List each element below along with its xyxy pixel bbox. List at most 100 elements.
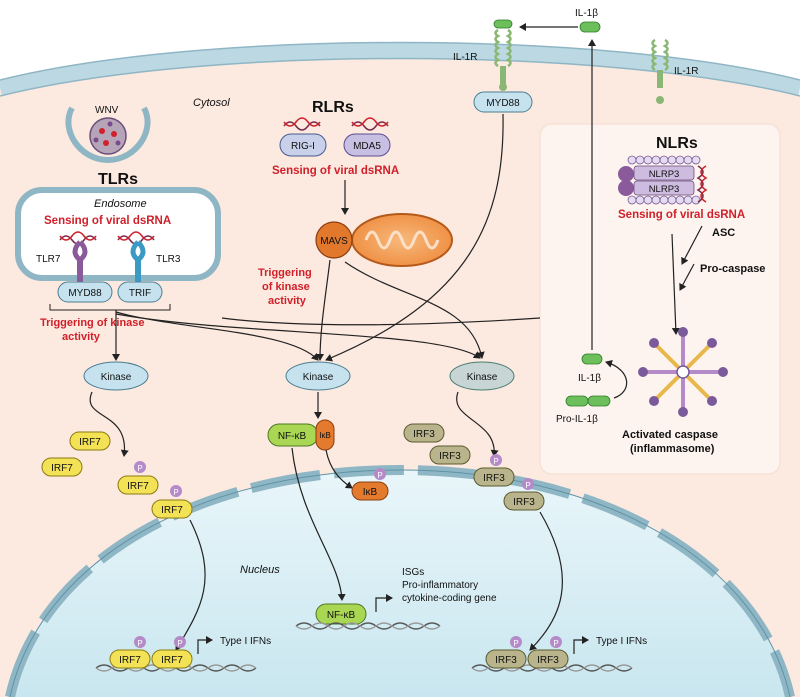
phospho-irf7-d-label: P	[173, 488, 178, 497]
kinase-1	[83, 361, 149, 391]
rlr-triggering-line1: Triggering	[258, 267, 312, 279]
phospho-irf7-n1-label: P	[137, 639, 142, 648]
il1b-mid	[581, 353, 603, 365]
irf3-a	[403, 423, 445, 443]
pro-il1b-label: Pro-IL-1β	[556, 414, 598, 425]
nucleus-label: Nucleus	[240, 564, 280, 576]
irf7-d-label: IRF7	[161, 505, 183, 516]
irf7-b	[41, 457, 83, 477]
kinase-2-label: Kinase	[303, 372, 334, 383]
ikb-bound-label: IκB	[319, 431, 331, 440]
phospho-irf3-n2-label: P	[553, 639, 558, 648]
irf3-nuclear-1-label: IRF3	[495, 655, 517, 666]
phospho-irf7-c-label: P	[137, 464, 142, 473]
tlr7-receptor	[72, 240, 88, 284]
plasma-membrane	[0, 42, 800, 96]
nfkb-label: NF-κB	[278, 431, 307, 442]
irf7-a	[69, 431, 111, 451]
activated-caspase-line2: (inflammasome)	[630, 443, 715, 455]
myd88-top-label: MYD88	[486, 98, 520, 109]
tlr3-receptor	[130, 240, 146, 284]
nlrs-title: NLRs	[656, 135, 698, 152]
tlr7-label: TLR7	[36, 254, 61, 265]
ikb-free	[351, 481, 389, 501]
inflammasome	[638, 327, 728, 417]
il1b-mid-label: IL-1β	[578, 373, 601, 384]
kinase-2	[285, 361, 351, 391]
phospho-irf3-n1	[510, 636, 522, 648]
cytosol-label: Cytosol	[193, 97, 230, 109]
mavs-label: MAVS	[320, 236, 348, 247]
rig-i-label: RIG-I	[291, 141, 315, 152]
tlr3-label: TLR3	[156, 254, 181, 265]
il1b-top-label: IL-1β	[575, 8, 598, 19]
phospho-irf3-n2	[550, 636, 562, 648]
il1r-receptor-top	[493, 19, 513, 91]
irf3-c	[473, 467, 515, 487]
wnv-virion	[65, 106, 151, 164]
irf7-a-label: IRF7	[79, 437, 101, 448]
irf7-c-label: IRF7	[127, 481, 149, 492]
irf7-nuclear-1-label: IRF7	[119, 655, 141, 666]
irf3-nuclear-2-label: IRF3	[537, 655, 559, 666]
mavs	[315, 221, 353, 259]
endosome	[15, 187, 221, 281]
isgs-line1: ISGs	[402, 567, 424, 578]
myd88-endosome-label: MYD88	[68, 288, 102, 299]
irf3-d	[503, 491, 545, 511]
il1r-top-label: IL-1R	[453, 52, 477, 63]
rlrs-title: RLRs	[312, 99, 354, 116]
irf7-b-label: IRF7	[51, 463, 73, 474]
phospho-irf7-n2	[174, 636, 186, 648]
phospho-irf3-c-label: P	[493, 457, 498, 466]
isgs-line2: Pro-inflammatory	[402, 580, 478, 591]
trif-label: TRIF	[129, 288, 151, 299]
signaling-arrows	[112, 113, 541, 362]
nfkb-nuclear-label: NF-κB	[327, 610, 356, 621]
phospho-irf3-n1-label: P	[513, 639, 518, 648]
irf3-b	[429, 445, 471, 465]
kinase-3-label: Kinase	[467, 372, 498, 383]
nlr-sensing-label: Sensing of viral dsRNA	[618, 209, 745, 221]
ikb-free-label: IκB	[363, 487, 378, 498]
wnv-label: WNV	[95, 105, 119, 116]
rlr-triggering-line2: of kinase	[262, 281, 310, 293]
irf3-nuclear-2	[527, 649, 569, 669]
phospho-irf7-d	[170, 485, 182, 497]
isgs-line3: cytokine-coding gene	[402, 593, 497, 604]
dna-nfkb	[295, 622, 441, 630]
nlrp3-b-label: NLRP3	[649, 184, 680, 195]
irf3-a-label: IRF3	[413, 429, 435, 440]
irf7-nuclear-2	[151, 649, 193, 669]
rlr-sensing-label: Sensing of viral dsRNA	[272, 165, 399, 177]
asc-label: ASC	[712, 227, 735, 239]
irf7-nuclear-2-label: IRF7	[161, 655, 183, 666]
irf3-b-label: IRF3	[439, 451, 461, 462]
phospho-irf7-n1	[134, 636, 146, 648]
myd88-endosome	[57, 281, 113, 303]
nlr-panel	[539, 123, 781, 475]
pro-il1b	[565, 395, 611, 407]
trif	[117, 281, 163, 303]
kinase-3	[449, 361, 515, 391]
phospho-irf7-n2-label: P	[177, 639, 182, 648]
dsrna-rlr	[283, 117, 389, 131]
kinase-1-label: Kinase	[101, 372, 132, 383]
rig-i	[279, 133, 327, 157]
phospho-ikb-label: P	[377, 471, 382, 480]
irf3-nuclear-1	[485, 649, 527, 669]
phospho-ikb	[374, 468, 386, 480]
phospho-irf3-d-label: P	[525, 481, 530, 490]
ikb-bound	[315, 419, 335, 451]
il1r-receptor-right	[651, 38, 669, 104]
phospho-irf3-c	[490, 454, 502, 466]
tlr-triggering-line2: activity	[62, 331, 101, 343]
nlrp3-a-label: NLRP3	[649, 169, 680, 180]
il1r-right-label: IL-1R	[674, 66, 698, 77]
type1-ifn-right: Type I IFNs	[596, 636, 647, 647]
irf7-d	[151, 499, 193, 519]
irf7-nuclear-1	[109, 649, 151, 669]
irf3-c-label: IRF3	[483, 473, 505, 484]
activated-caspase-line1: Activated caspase	[622, 429, 718, 441]
